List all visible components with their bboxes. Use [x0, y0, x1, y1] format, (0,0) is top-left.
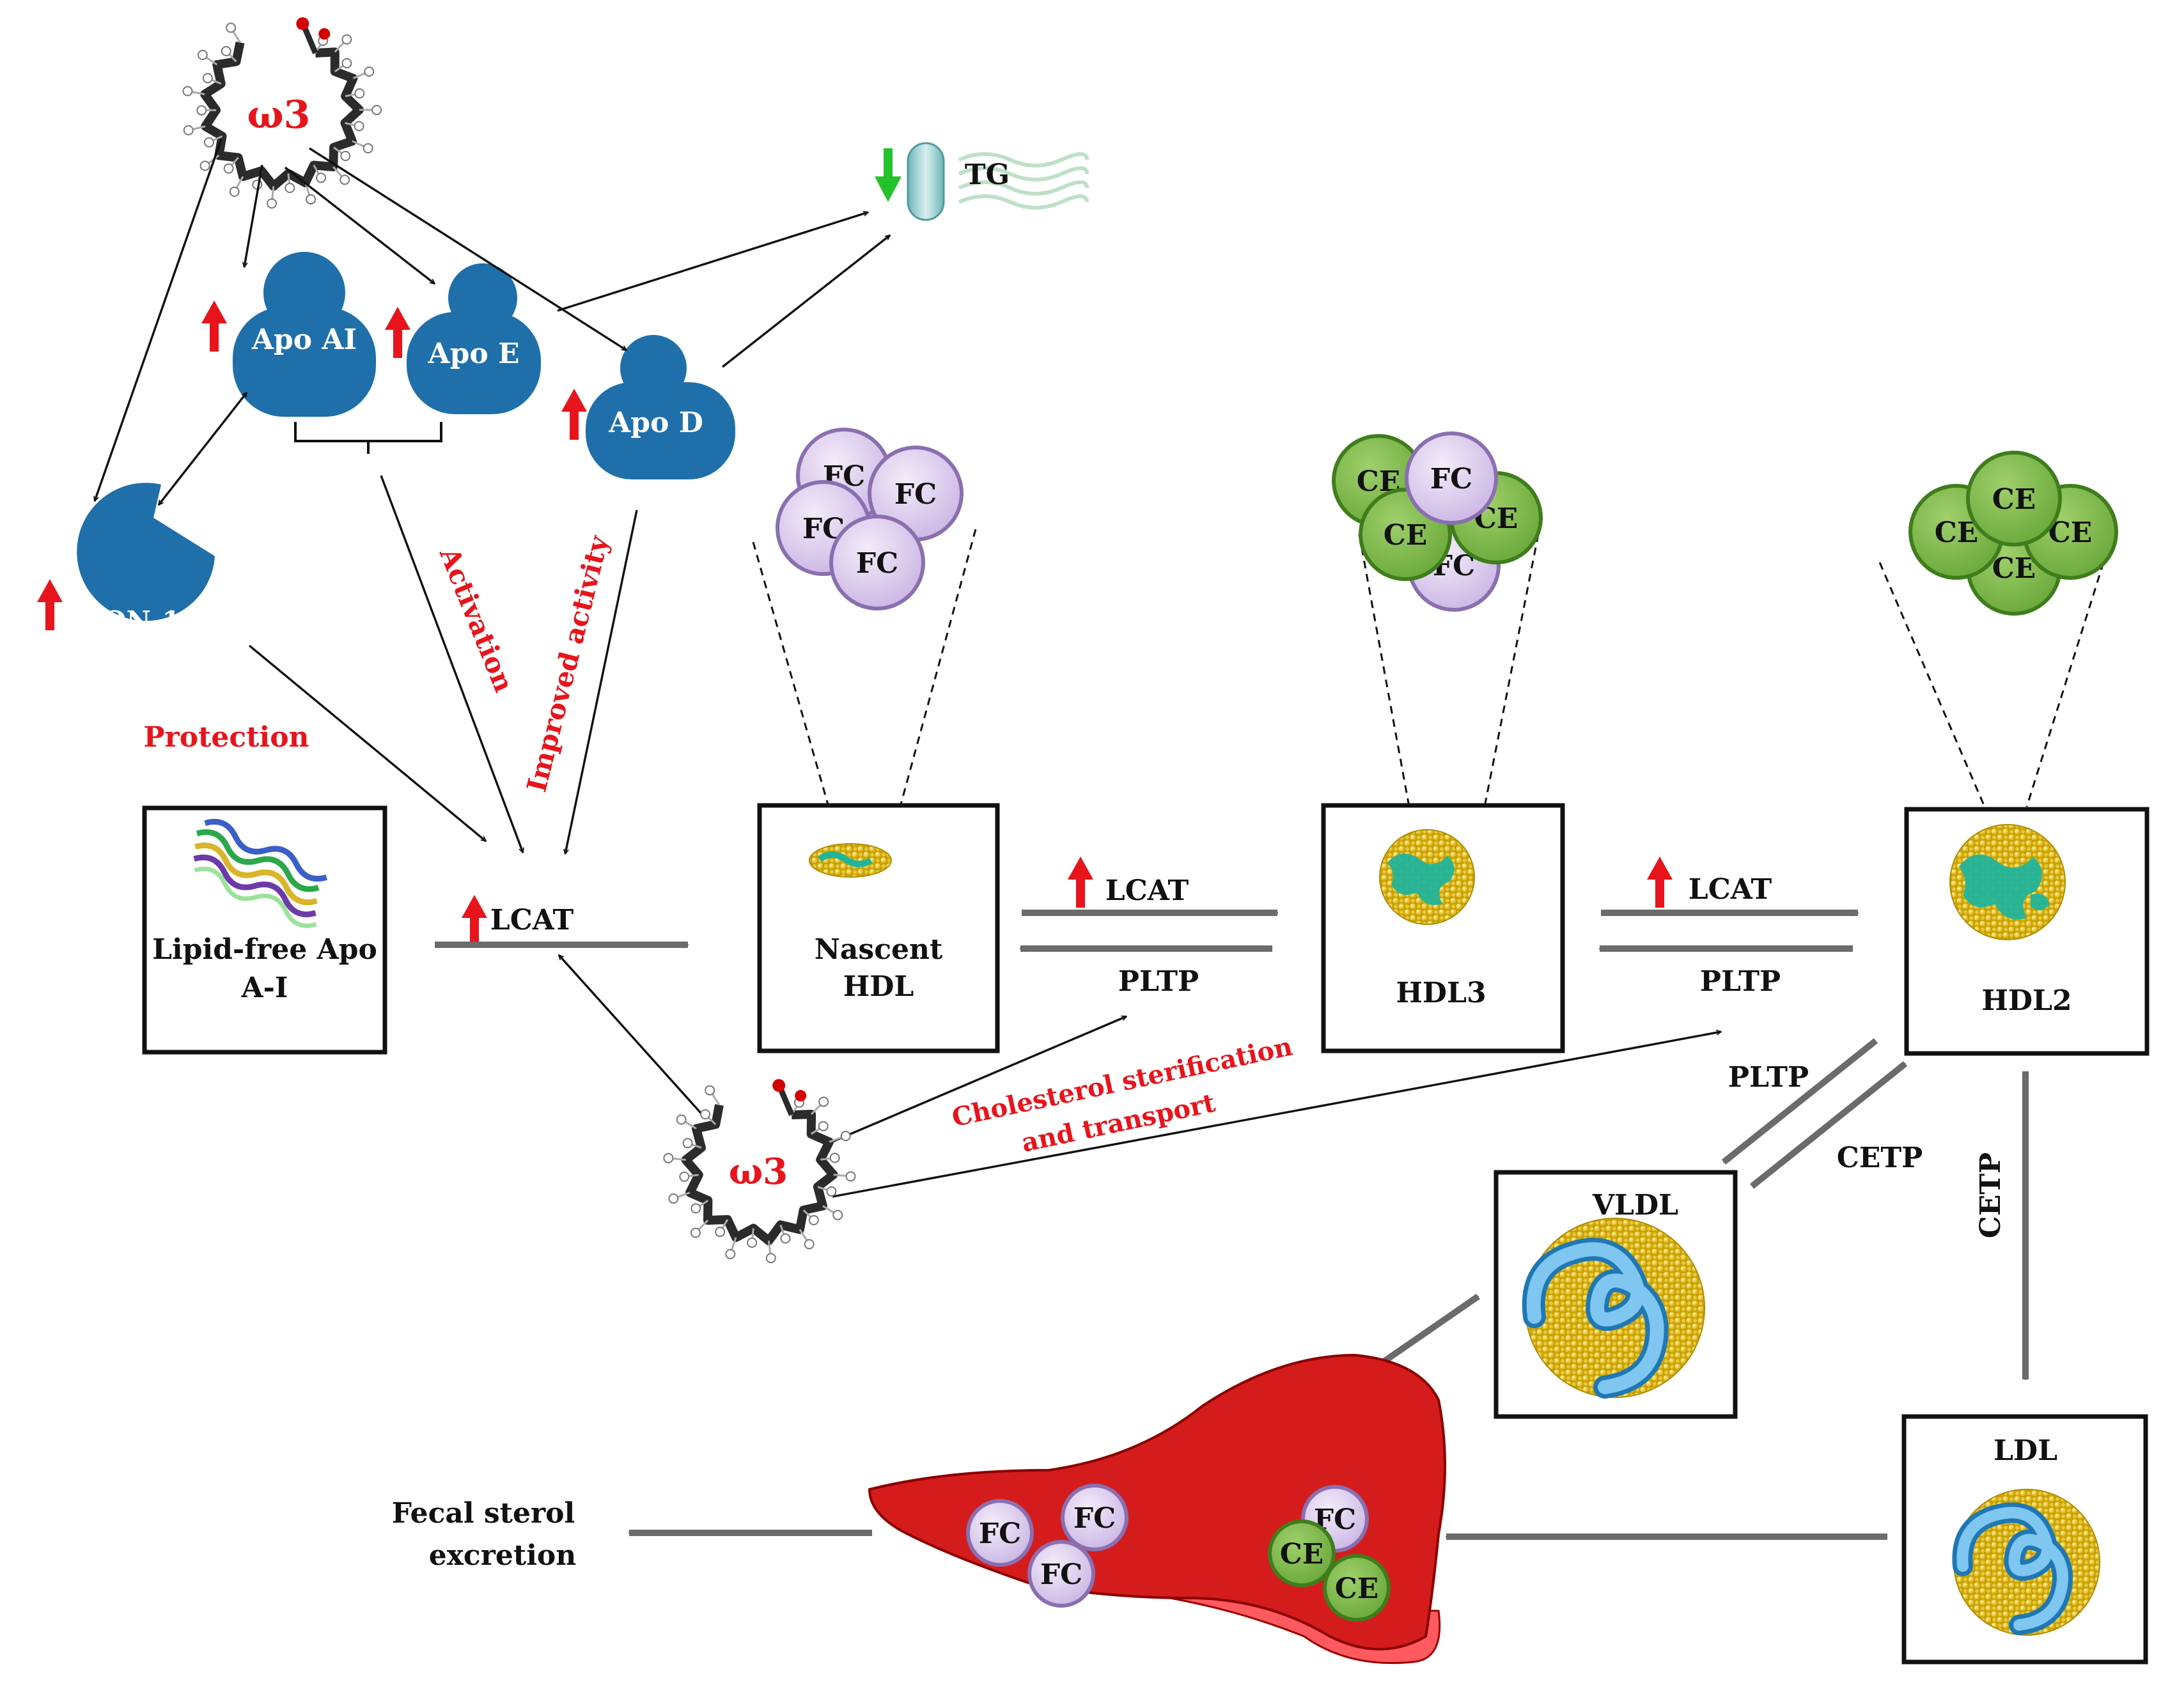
- apo-d-label: Apo D: [608, 407, 703, 439]
- hdl3-label: HDL3: [1396, 977, 1486, 1009]
- hdl2-box: HDL2: [1880, 563, 2147, 1053]
- svg-text:CE: CE: [1992, 483, 2036, 516]
- lipid-free-label-1: Lipid-free Apo: [152, 933, 377, 966]
- svg-text:CE: CE: [1280, 1538, 1324, 1571]
- tg-label: TG: [965, 159, 1010, 191]
- up-arrow-icon: [37, 579, 63, 630]
- cholesteryl-ester-bubble: CE: [1325, 1556, 1389, 1620]
- apo-e-protein: Apo E: [407, 263, 541, 414]
- up-arrow-icon: [1068, 857, 1093, 908]
- apo-ai-protein: Apo AI: [233, 252, 376, 417]
- svg-text:FC: FC: [1073, 1502, 1116, 1535]
- svg-text:FC: FC: [979, 1518, 1021, 1550]
- svg-text:FC: FC: [856, 547, 898, 580]
- vldl-label: VLDL: [1592, 1189, 1678, 1222]
- cholesteryl-ester-bubble: CE: [1270, 1521, 1334, 1585]
- svg-text:FC: FC: [1430, 463, 1472, 495]
- pon1-label: PON-1: [82, 605, 180, 637]
- up-arrow-icon: [201, 300, 227, 352]
- cetp-label-2: CETP: [1974, 1153, 2007, 1238]
- omega3-molecule-icon: ω3: [183, 17, 381, 208]
- activation-label: Activation: [433, 543, 520, 697]
- triglyceride-icon: TG: [908, 143, 1087, 220]
- protection-label: Protection: [143, 721, 309, 754]
- apo-bracket: [295, 422, 441, 454]
- lipid-free-label-2: A-I: [241, 972, 288, 1004]
- fecal-label-1: Fecal sterol: [392, 1497, 575, 1530]
- lipid-free-apoa1-box: Lipid-free Apo A-I: [144, 808, 385, 1052]
- pltp-label-1: PLTP: [1118, 965, 1199, 998]
- omega3-label-bottom: ω3: [729, 1151, 788, 1193]
- apo-ai-label: Apo AI: [251, 323, 357, 356]
- hdl2-label: HDL2: [1981, 984, 2072, 1017]
- omega3-molecule-icon: ω3: [664, 1079, 855, 1262]
- svg-text:CE: CE: [1335, 1572, 1379, 1605]
- svg-text:FC: FC: [1040, 1558, 1082, 1591]
- ldl-box: LDL: [1904, 1417, 2146, 1662]
- apo-d-protein: Apo D: [586, 335, 735, 479]
- apo-e-label: Apo E: [427, 338, 519, 370]
- pltp-label-3: PLTP: [1728, 1061, 1809, 1094]
- svg-text:CE: CE: [1992, 552, 2036, 585]
- free-cholesterol-bubble: FC: [1407, 433, 1496, 523]
- up-arrow-icon: [385, 307, 410, 358]
- improved-activity-label: Improved activity: [520, 532, 614, 795]
- lcat-label-1: LCAT: [1105, 874, 1189, 907]
- lcat-main-label: LCAT: [490, 904, 574, 936]
- lcat-label-2: LCAT: [1689, 873, 1772, 906]
- free-cholesterol-bubble: FC: [831, 516, 923, 609]
- free-cholesterol-bubble: FC: [1063, 1486, 1127, 1549]
- up-arrow-icon: [462, 895, 487, 946]
- up-arrow-icon: [561, 389, 587, 440]
- down-arrow-icon: [875, 148, 901, 202]
- cholesteryl-ester-bubble: CE: [1968, 453, 2060, 545]
- nascent-label-2: HDL: [843, 970, 914, 1003]
- up-arrow-icon: [1647, 857, 1673, 908]
- svg-text:CE: CE: [1935, 516, 1979, 549]
- free-cholesterol-bubble: FC: [1029, 1542, 1093, 1606]
- free-cholesterol-bubble: FC: [968, 1501, 1032, 1565]
- hdl3-box: HDL3: [1323, 534, 1563, 1051]
- nascent-label-1: Nascent: [815, 933, 943, 966]
- pltp-label-2: PLTP: [1700, 965, 1781, 998]
- svg-text:CE: CE: [1384, 519, 1428, 552]
- omega3-label-top: ω3: [247, 93, 311, 137]
- svg-text:FC: FC: [894, 478, 937, 511]
- pon1-protein: PON-1: [77, 483, 215, 637]
- cetp-label-1: CETP: [1837, 1142, 1923, 1174]
- vldl-box: VLDL: [1496, 1172, 1735, 1417]
- fecal-label-2: excretion: [429, 1539, 577, 1572]
- ldl-label: LDL: [1994, 1434, 2057, 1467]
